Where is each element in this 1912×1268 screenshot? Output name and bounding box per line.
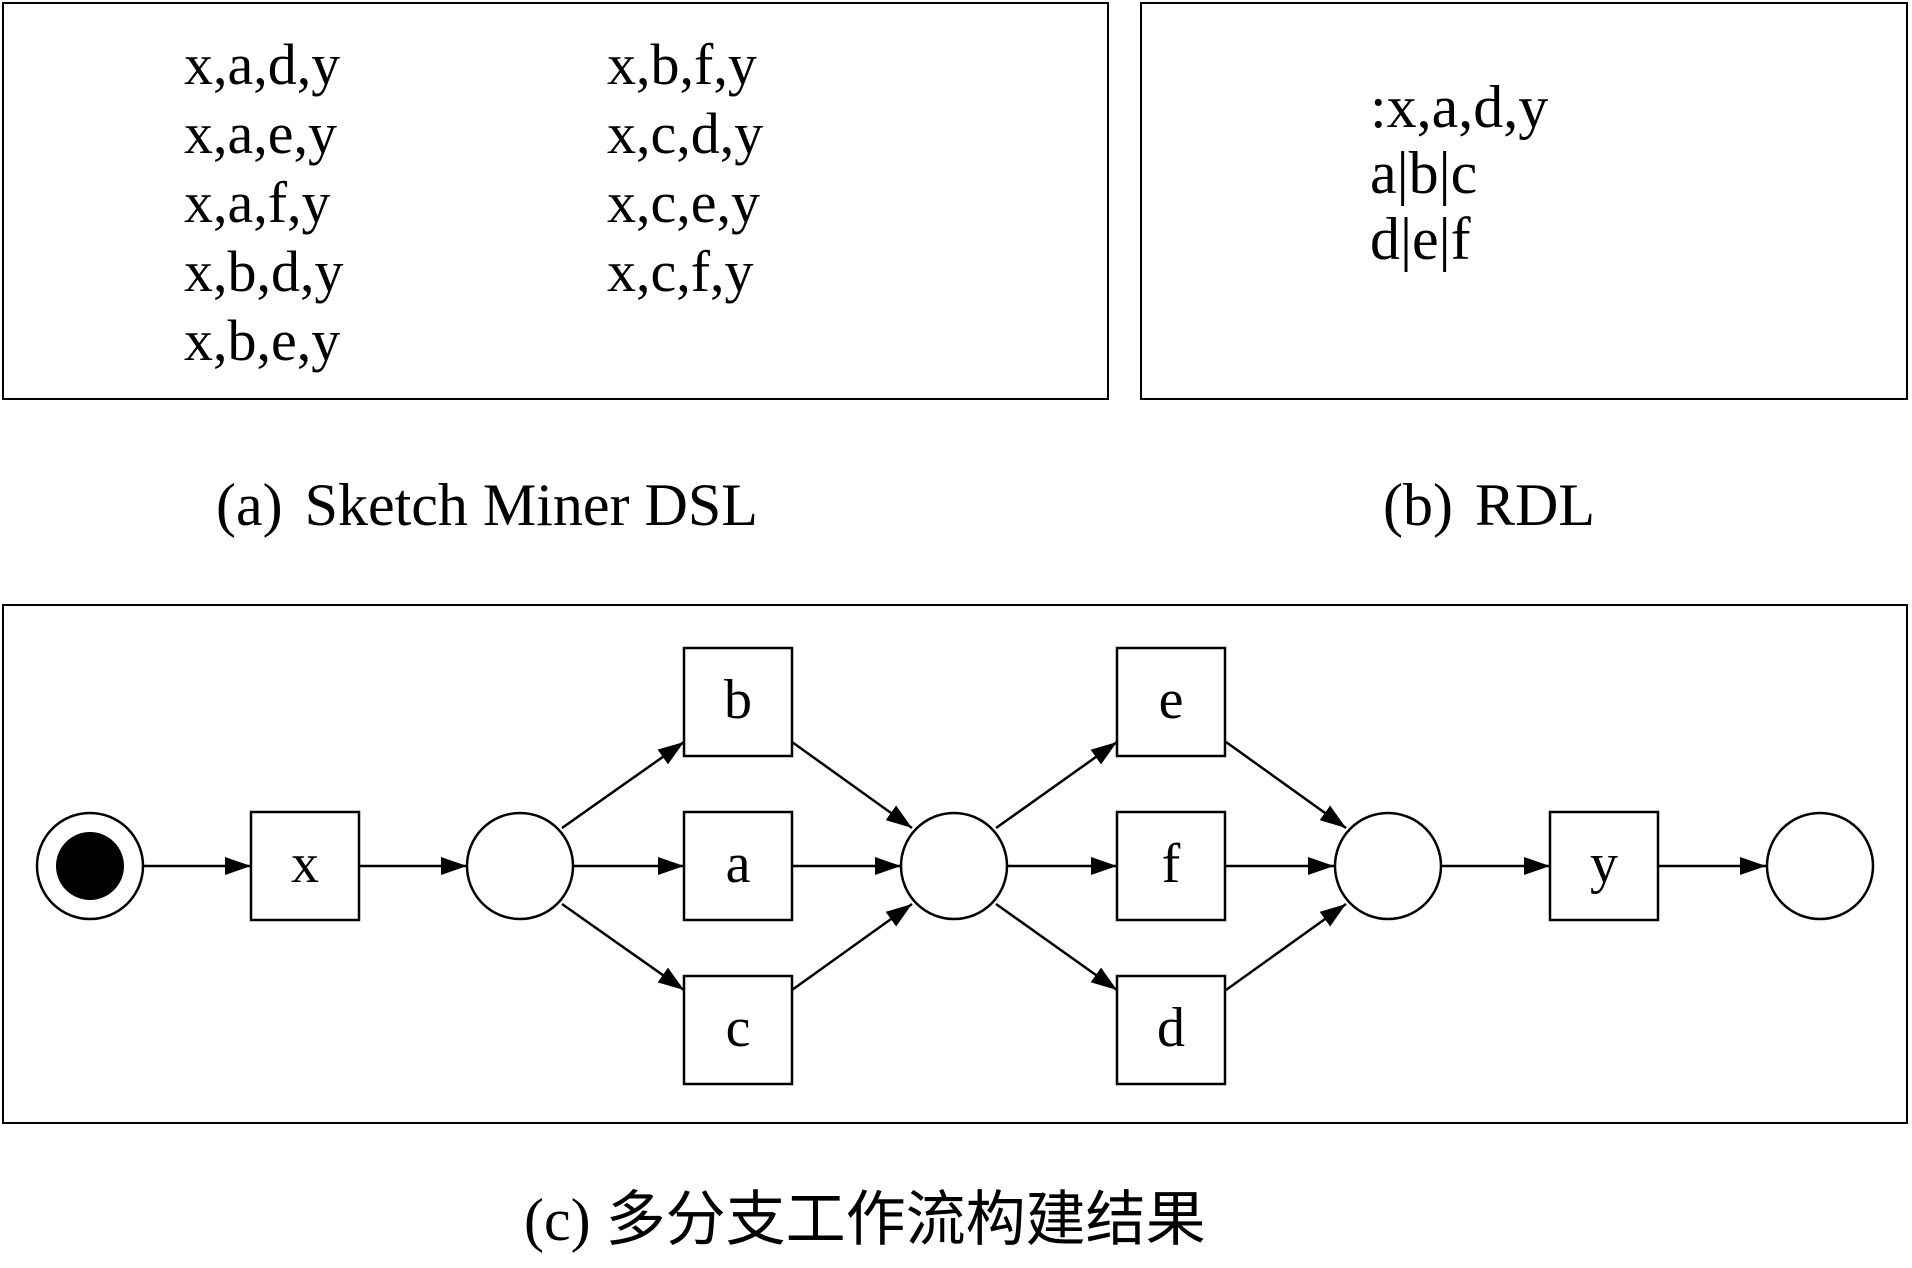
place-middle [899,811,1009,921]
transition-d [1115,974,1227,1086]
transition-b-label: b [724,669,752,731]
caption-b-label: (b) [1383,472,1453,538]
transition-f-label: f [1162,833,1181,895]
transition-c-label: c [726,997,751,1059]
workflow-diagram-panel: x b a c e f d y [2,604,1908,1124]
caption-c: (c) 多分支工作流构建结果 [524,1185,1206,1255]
edge-p1-c [561,902,685,992]
edge-d-p3 [1225,902,1347,992]
transition-c [682,974,794,1086]
transition-y [1548,810,1660,922]
caption-a-text: Sketch Miner DSL [304,472,758,538]
caption-c-label: (c) [524,1187,591,1253]
caption-a: (a) Sketch Miner DSL [216,470,758,540]
trace-line: x,a,f,y [184,170,331,235]
rdl-code: :x,a,d,y a|b|c d|e|f [1370,74,1548,272]
transition-e-label: e [1159,669,1184,731]
caption-a-label: (a) [216,472,283,538]
trace-column-right: x,b,f,y x,c,d,y x,c,e,y x,c,f,y [607,30,763,306]
trace-line: x,b,d,y [184,239,344,304]
transition-x [249,810,361,922]
start-token [56,832,124,900]
end-place [1765,811,1875,921]
rdl-line: d|e|f [1370,206,1471,272]
transition-f [1115,810,1227,922]
edge-p2-e [995,740,1118,830]
trace-line: x,c,d,y [607,101,764,166]
transition-d-label: d [1157,997,1185,1059]
trace-line: x,c,e,y [607,170,760,235]
rdl-line: :x,a,d,y [1370,74,1549,140]
place-after-x [465,811,575,921]
transition-e [1115,646,1227,758]
transition-a [682,810,794,922]
trace-line: x,b,e,y [184,308,341,373]
edge-b-p2 [791,740,913,830]
caption-c-text: 多分支工作流构建结果 [605,1187,1206,1253]
edge-c-p2 [791,902,913,992]
transition-y-label: y [1590,833,1618,895]
edge-p2-d [995,902,1118,992]
transition-x-label: x [291,833,319,895]
edge-p1-b [561,740,685,830]
transition-a-label: a [726,833,751,895]
rdl-panel: :x,a,d,y a|b|c d|e|f [1140,2,1908,400]
caption-b: (b) RDL [1383,470,1595,540]
trace-line: x,b,f,y [607,32,757,97]
caption-b-text: RDL [1474,472,1595,538]
place-before-y [1333,811,1443,921]
rdl-line: a|b|c [1370,140,1478,206]
trace-line: x,a,d,y [184,32,341,97]
trace-line: x,c,f,y [607,239,754,304]
sketch-miner-dsl-panel: x,a,d,y x,a,e,y x,a,f,y x,b,d,y x,b,e,y … [2,2,1109,400]
trace-line: x,a,e,y [184,101,337,166]
trace-column-left: x,a,d,y x,a,e,y x,a,f,y x,b,d,y x,b,e,y [184,30,344,375]
transition-b [682,646,794,758]
petri-net-diagram: x b a c e f d y [35,646,1875,1086]
edge-e-p3 [1225,740,1347,830]
